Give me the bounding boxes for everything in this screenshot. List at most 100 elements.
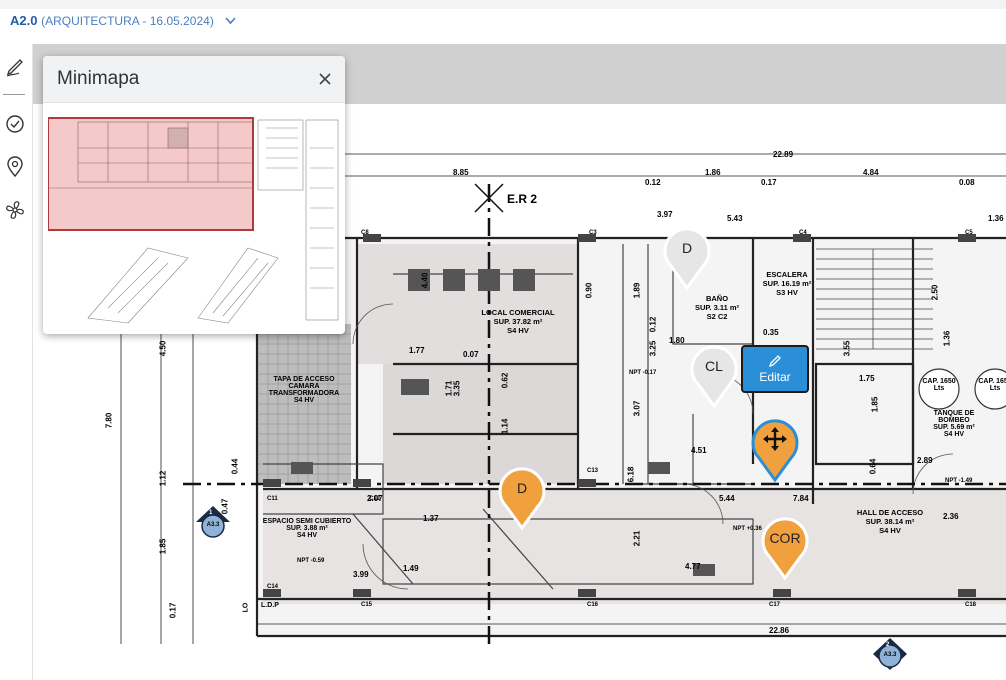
dim-label: 2.36 [943,512,959,521]
dim-label: 0.12 [648,316,658,333]
pin-label: COR [769,530,801,546]
dim-label: 5.43 [727,214,743,223]
section-marker-number: 2 [886,642,890,648]
issue-pin[interactable]: D [494,462,550,537]
dim-label: 1.36 [942,330,952,347]
dim-label: 0.62 [500,372,510,389]
dim-label: 0.90 [584,282,594,299]
column-label: C11 [267,496,278,502]
dim-label: 1.77 [409,346,425,355]
chevron-down-icon[interactable] [225,13,237,28]
column-label: C8 [361,230,369,236]
dim-label: 0.17 [168,602,178,619]
dim-label: 0.47 [220,498,230,515]
dim-label: 0.64 [868,458,878,475]
dim-label: 0.44 [230,458,240,475]
section-marker-sheet[interactable]: A3.3 [206,522,220,528]
move-arrows-icon[interactable] [762,426,788,457]
toolbar-divider [3,94,25,95]
dim-label: 4.40 [420,272,430,289]
selected-issue-pin[interactable] [747,414,803,489]
dim-label: 2.50 [930,284,940,301]
edit-button[interactable]: Editar [741,345,809,393]
fan-icon[interactable] [2,197,28,223]
close-icon[interactable] [315,69,335,89]
dim-label: 2.21 [632,530,642,547]
dim-label: 4.84 [863,168,879,177]
column-label: C16 [587,602,599,608]
column-label: C17 [769,602,781,608]
dim-label: 4.77 [685,562,701,571]
pin-label: CL [705,358,723,374]
pin-label: D [681,240,693,256]
column-label: C15 [361,602,373,608]
dim-label: 6.18 [626,466,636,483]
boundary-label: L.D.P [261,602,279,609]
axis-label: E.R 2 [507,192,538,206]
edit-button-label: Editar [759,370,791,384]
dim-label: 5.44 [719,494,735,503]
minimap-viewport[interactable] [48,108,340,328]
markup-pen-icon[interactable] [2,54,28,80]
issue-pin[interactable]: D [659,222,715,297]
column-label: C5 [965,230,973,236]
document-header: A2.0 (ARQUITECTURA - 16.05.2024) [0,0,1006,44]
dim-label: 7.84 [793,494,809,503]
dim-label: 3.99 [353,570,369,579]
dim-label: 1.12 [158,470,168,487]
dim-label: 2.89 [917,456,933,465]
dim-label: 1.36 [988,214,1004,223]
dim-label: 2.07 [367,494,383,503]
dim-label: 3.97 [657,210,673,219]
dim-label: 1.37 [423,514,439,523]
boundary-label: LO [242,602,250,613]
dim-label: 1.86 [705,168,721,177]
level-label: NPT +0.36 [733,526,762,532]
dim-label: 3.07 [632,400,642,417]
pin-label: D [516,480,528,496]
sheet-code: A2.0 [10,13,38,28]
check-circle-icon[interactable] [2,111,28,137]
pencil-icon [768,355,781,368]
dim-label: 22.86 [769,626,790,635]
floor-plan [120,149,1006,670]
dim-label: 1.49 [403,564,419,573]
dim-label: 8.85 [453,168,469,177]
column-label: C18 [965,602,977,608]
issue-pin[interactable]: COR [757,512,813,587]
column-label: C4 [799,230,807,236]
location-pin-icon[interactable] [2,154,28,180]
tank-label: CAP. 1650 Lts [978,378,1006,392]
sheet-selector[interactable]: A2.0 (ARQUITECTURA - 16.05.2024) [10,13,237,28]
dim-label: 1.80 [669,336,685,345]
dim-label: 1.89 [632,282,642,299]
header-top-bar [0,0,1006,9]
dim-label: 7.80 [104,412,114,429]
dim-label: 1.85 [158,538,168,555]
minimap-panel: Minimapa [43,56,345,334]
dim-label: 3.55 [842,340,852,357]
issue-pin[interactable]: CL [686,340,742,415]
dim-label: 3.25 [648,340,658,357]
column-label: C12 [369,496,381,502]
dim-label: 0.08 [959,178,975,187]
column-label: C14 [267,584,279,590]
dim-label: 0.12 [645,178,661,187]
dim-label: 1.14 [500,418,510,435]
column-label: C3 [589,230,597,236]
section-marker-sheet[interactable]: A3.3 [883,652,897,658]
dim-label: 0.35 [763,328,779,337]
dim-label: 0.07 [463,350,479,359]
minimap-header: Minimapa [43,56,345,103]
left-toolbar [0,44,33,680]
dim-label: 0.17 [761,178,777,187]
dim-label: 1.75 [859,374,875,383]
level-label: NPT -0.59 [297,558,325,564]
